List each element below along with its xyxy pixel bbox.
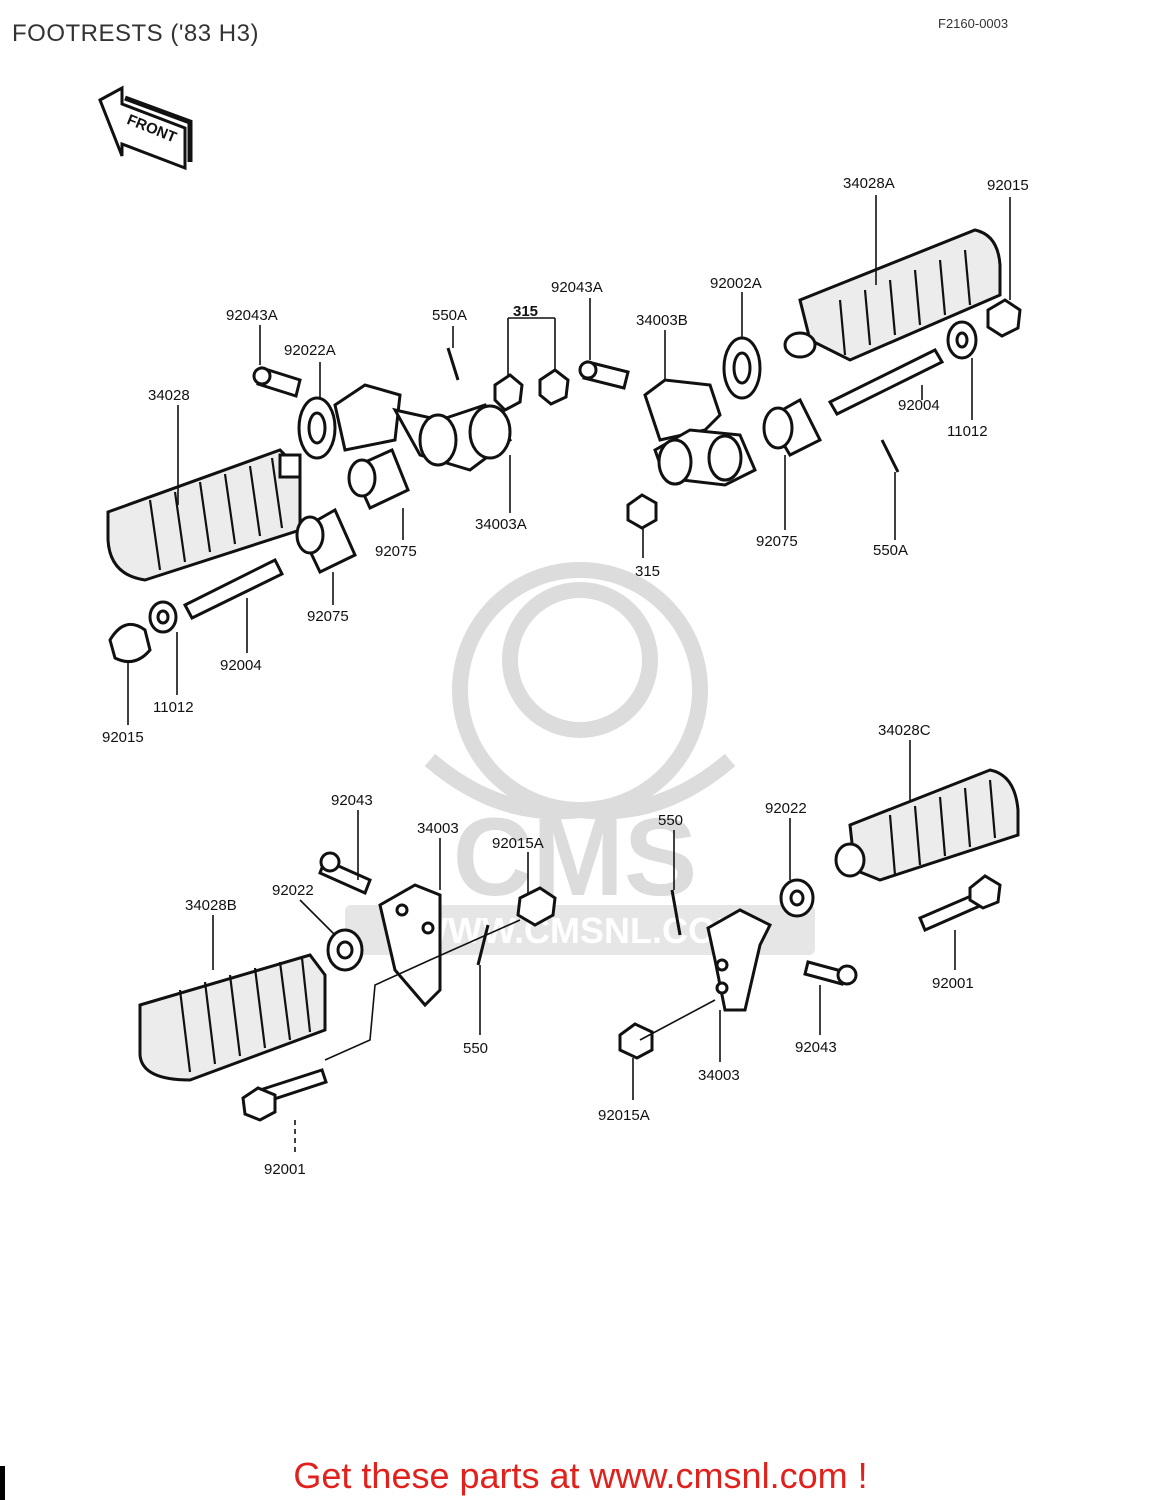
label-92022-left: 92022 bbox=[272, 882, 314, 899]
label-34003B: 34003B bbox=[636, 312, 688, 329]
label-92043-left: 92043 bbox=[331, 792, 373, 809]
cotter-pin-550A-right bbox=[880, 439, 900, 473]
label-92001-right: 92001 bbox=[932, 975, 974, 992]
label-92015-left: 92015 bbox=[102, 729, 144, 746]
pivot-pin-92004-left bbox=[182, 557, 285, 620]
bracket-34003B bbox=[643, 378, 757, 487]
label-92015A-bottom: 92015A bbox=[598, 1107, 650, 1124]
footer-promo-link[interactable]: Get these parts at www.cmsnl.com ! bbox=[293, 1455, 868, 1496]
label-550-top: 550 bbox=[658, 812, 683, 829]
clevis-pin-92043-right bbox=[803, 960, 858, 986]
label-550-bottom: 550 bbox=[463, 1040, 488, 1057]
label-92004-left: 92004 bbox=[220, 657, 262, 674]
clevis-pin-92043A-left bbox=[252, 366, 302, 398]
collar-92022A bbox=[297, 396, 337, 460]
label-34003-bottom: 34003 bbox=[698, 1067, 740, 1084]
cms-watermark: CMS WWW.CMSNL.COM bbox=[345, 562, 815, 955]
label-92002A: 92002A bbox=[710, 275, 762, 292]
footrest-rubber-34028C bbox=[834, 768, 1020, 882]
label-11012-left: 11012 bbox=[153, 699, 194, 716]
collar-92022-right bbox=[779, 878, 815, 918]
label-11012-right: 11012 bbox=[947, 423, 988, 440]
label-92022A: 92022A bbox=[284, 342, 336, 359]
front-arrow-icon: FRONT bbox=[98, 85, 193, 171]
bolt-92001-right bbox=[918, 874, 1002, 932]
label-550A-top: 550A bbox=[432, 307, 467, 324]
label-92004-right: 92004 bbox=[898, 397, 940, 414]
cotter-pin-550-left bbox=[476, 924, 490, 966]
nut-315-top-left bbox=[493, 373, 524, 412]
pivot-pin-92004-right bbox=[827, 348, 945, 416]
page-title: FOOTRESTS ('83 H3) bbox=[12, 20, 259, 47]
nut-92015A-top bbox=[516, 886, 557, 927]
collar-92002A bbox=[722, 336, 762, 400]
nut-92015A-bottom bbox=[618, 1022, 654, 1060]
label-92075-left: 92075 bbox=[307, 608, 349, 625]
edge-mark bbox=[0, 1466, 5, 1500]
label-34028A: 34028A bbox=[843, 175, 895, 192]
nut-315-bottom bbox=[626, 493, 658, 530]
nut-92015-right bbox=[986, 298, 1022, 338]
leader-lines bbox=[127, 195, 1011, 1155]
collar-92022-left bbox=[326, 928, 364, 972]
watermark-logo-text: CMS bbox=[453, 796, 697, 919]
cotter-pin-550-right bbox=[670, 889, 682, 936]
washer-11012-left bbox=[148, 600, 178, 634]
bracket-34003A bbox=[333, 383, 513, 472]
bushing-92075-right bbox=[762, 397, 823, 457]
footrest-rubber-34028A bbox=[783, 228, 1002, 362]
cap-nut-92015-left bbox=[108, 622, 152, 664]
label-34028: 34028 bbox=[148, 387, 190, 404]
label-315-bottom: 315 bbox=[635, 563, 660, 580]
label-92015A-top: 92015A bbox=[492, 835, 544, 852]
bushing-92075-left bbox=[295, 507, 357, 575]
label-34003A: 34003A bbox=[475, 516, 527, 533]
figure-code: F2160-0003 bbox=[938, 16, 1009, 31]
bolt-92001-left bbox=[241, 1068, 328, 1122]
label-92043A-mid: 92043A bbox=[551, 279, 603, 296]
label-92043A-left: 92043A bbox=[226, 307, 278, 324]
clevis-pin-92043A-mid bbox=[578, 360, 630, 390]
bracket-34003-left bbox=[378, 883, 442, 1008]
part-labels: 34028A 92015 92002A 92043A 34003B 550A 3… bbox=[102, 175, 1029, 1178]
label-92022-right: 92022 bbox=[765, 800, 807, 817]
footrest-rubber-34028 bbox=[106, 448, 302, 582]
label-92075-mid: 92075 bbox=[375, 543, 417, 560]
label-92001-left: 92001 bbox=[264, 1161, 306, 1178]
watermark-url-text: WWW.CMSNL.COM bbox=[414, 910, 746, 951]
label-34028B: 34028B bbox=[185, 897, 237, 914]
label-92043-right: 92043 bbox=[795, 1039, 837, 1056]
label-315-top: 315 bbox=[513, 303, 538, 320]
label-550A-right: 550A bbox=[873, 542, 908, 559]
label-34028C: 34028C bbox=[878, 722, 931, 739]
label-34003-top: 34003 bbox=[417, 820, 459, 837]
label-92075-right: 92075 bbox=[756, 533, 798, 550]
nut-315-top-right bbox=[538, 368, 570, 406]
label-92015-top-right: 92015 bbox=[987, 177, 1029, 194]
washer-11012-right bbox=[946, 320, 978, 360]
bushing-92075-mid bbox=[347, 447, 410, 511]
cotter-pin-550A-top bbox=[446, 347, 460, 381]
clevis-pin-92043-left bbox=[318, 851, 372, 896]
footrest-rubber-34028B bbox=[138, 953, 327, 1082]
bracket-34003-right bbox=[706, 908, 773, 1012]
